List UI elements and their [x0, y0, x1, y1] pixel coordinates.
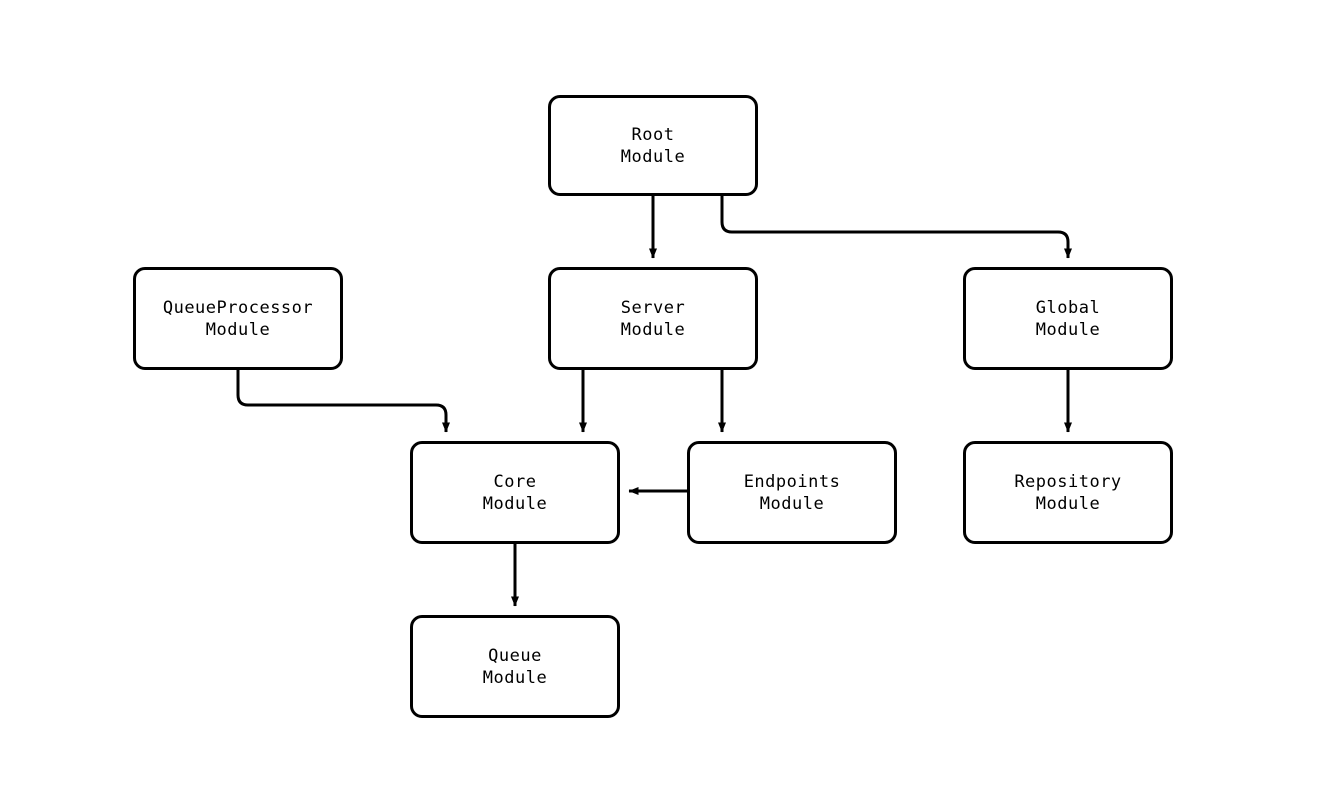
node-subtitle: Module	[1035, 319, 1101, 340]
node-subtitle: Module	[1035, 493, 1101, 514]
node-queue-module[interactable]: Queue Module	[410, 615, 620, 718]
node-queueprocessor-module[interactable]: QueueProcessor Module	[133, 267, 343, 370]
node-title: Endpoints	[743, 471, 841, 492]
node-server-module[interactable]: Server Module	[548, 267, 758, 370]
node-global-module[interactable]: Global Module	[963, 267, 1173, 370]
edge-queueprocessor-to-core	[236, 370, 450, 433]
node-repository-module[interactable]: Repository Module	[963, 441, 1173, 544]
node-title: Core	[493, 471, 537, 492]
node-subtitle: Module	[482, 667, 548, 688]
node-title: Global	[1035, 297, 1101, 318]
node-subtitle: Module	[620, 319, 686, 340]
node-title: Root	[631, 124, 675, 145]
node-subtitle: Module	[482, 493, 548, 514]
node-subtitle: Module	[620, 146, 686, 167]
node-subtitle: Module	[759, 493, 825, 514]
node-root-module[interactable]: Root Module	[548, 95, 758, 196]
node-core-module[interactable]: Core Module	[410, 441, 620, 544]
node-title: QueueProcessor	[162, 297, 314, 318]
node-endpoints-module[interactable]: Endpoints Module	[687, 441, 897, 544]
node-title: Queue	[488, 645, 542, 666]
node-title: Server	[620, 297, 686, 318]
edge-root-to-global	[720, 196, 1072, 259]
node-title: Repository	[1014, 471, 1122, 492]
node-subtitle: Module	[205, 319, 271, 340]
